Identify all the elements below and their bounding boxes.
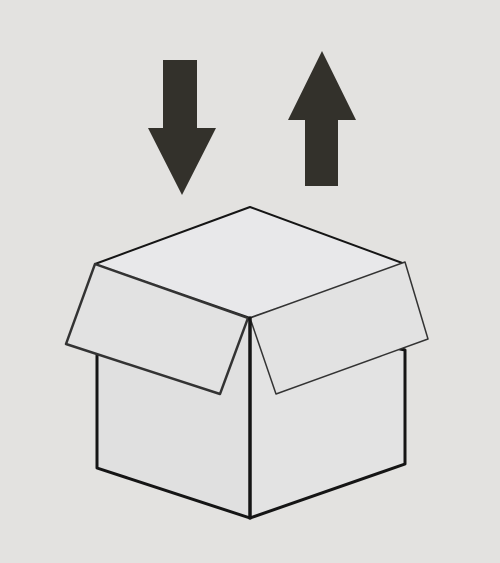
arrow-down-icon — [148, 60, 216, 195]
arrow-up-icon — [288, 51, 356, 186]
open-box-icon — [64, 206, 429, 520]
box-right-flap — [249, 261, 429, 395]
box-left-flap — [64, 262, 250, 396]
